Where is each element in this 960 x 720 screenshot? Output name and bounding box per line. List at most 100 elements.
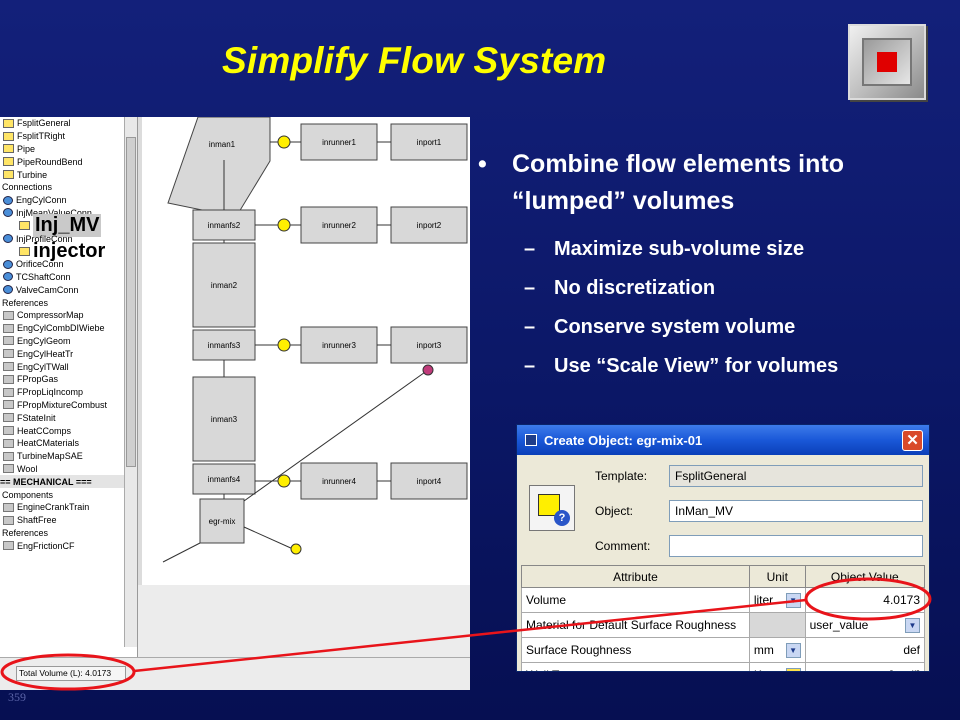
- create-object-dialog: Create Object: egr-mix-01 ✕ ? Template: …: [516, 424, 930, 672]
- block-label: inman1: [209, 140, 236, 149]
- tree-item[interactable]: HeatCComps: [0, 424, 137, 437]
- unit-dropdown[interactable]: liter▼: [748, 587, 806, 613]
- tree-item[interactable]: == MECHANICAL ===: [0, 475, 137, 489]
- tree-item[interactable]: OrificeConn: [0, 258, 137, 271]
- tree-item[interactable]: Wool: [0, 463, 137, 476]
- connection-icon: [3, 195, 13, 205]
- tree-item[interactable]: Pipe: [0, 143, 137, 156]
- tree-item[interactable]: CompressorMap: [0, 309, 137, 322]
- comment-input[interactable]: [669, 535, 923, 557]
- block-label: inrunner2: [322, 221, 356, 230]
- template-label: Template:: [595, 469, 648, 483]
- tree-item[interactable]: HeatCMaterials: [0, 437, 137, 450]
- tree-item[interactable]: References: [0, 527, 137, 540]
- orifice-icon: [290, 543, 302, 555]
- template-icon: [3, 374, 14, 384]
- unit-dropdown[interactable]: K▼: [748, 662, 806, 671]
- canvas-scrollbar[interactable]: [138, 117, 142, 587]
- dialog-titlebar[interactable]: Create Object: egr-mix-01 ✕: [517, 425, 929, 455]
- unit-dropdown[interactable]: mm▼: [748, 637, 806, 663]
- tree-item[interactable]: ShaftFree: [0, 514, 137, 527]
- tree-item[interactable]: EngCylTWall: [0, 360, 137, 373]
- chevron-down-icon[interactable]: ▼: [785, 642, 801, 658]
- template-icon: [3, 336, 14, 346]
- block-egr-mix-shape: [199, 498, 245, 544]
- orifice-icon: [277, 218, 291, 232]
- tree-item[interactable]: Turbine: [0, 168, 137, 181]
- scroll-thumb[interactable]: [126, 137, 136, 467]
- tree-item[interactable]: FPropMixtureCombust: [0, 399, 137, 412]
- close-icon[interactable]: ✕: [902, 430, 923, 451]
- template-icon: [3, 451, 14, 461]
- tree-item[interactable]: InjProfileConn: [0, 232, 137, 245]
- tree-item[interactable]: FPropGas: [0, 373, 137, 386]
- total-volume-readout: Total Volume (L): 4.0173: [16, 666, 126, 681]
- template-icon: [19, 246, 30, 256]
- subbullet: –Maximize sub-volume size: [524, 238, 805, 260]
- stop-button[interactable]: [848, 24, 926, 100]
- tree-item[interactable]: EngCylCombDIWiebe: [0, 322, 137, 335]
- tree-item-label: TurbineMapSAE: [17, 451, 83, 462]
- attribute-table: Attribute Unit Object Value Volume liter…: [521, 565, 926, 671]
- tree-item[interactable]: TurbineMapSAE: [0, 450, 137, 463]
- bullet-main: • Combine flow elements into “lumped” vo…: [478, 146, 948, 220]
- tree-scrollbar[interactable]: [124, 117, 137, 647]
- tree-item-label: EngCylCombDIWiebe: [17, 323, 105, 334]
- tree-item[interactable]: FStateInit: [0, 411, 137, 424]
- subbullet-text: No discretization: [554, 277, 716, 299]
- template-icon: [3, 349, 14, 359]
- block-label: egr-mix: [209, 517, 236, 526]
- tree-item[interactable]: EngFrictionCF: [0, 539, 137, 552]
- tree-item-label: EngCylHeatTr: [17, 348, 74, 359]
- help-icon[interactable]: ?: [554, 510, 570, 526]
- tree-item[interactable]: FsplitTRight: [0, 130, 137, 143]
- block-label: inmanfs2: [208, 221, 241, 230]
- template-icon: [3, 310, 14, 320]
- block-label: inport3: [417, 341, 442, 350]
- tree-item-label: HeatCComps: [17, 425, 72, 436]
- tree-item[interactable]: EngineCrankTrain: [0, 501, 137, 514]
- dialog-window-icon: [525, 434, 537, 446]
- block-inman1-shape: [167, 117, 271, 218]
- object-name-input[interactable]: InMan_MV: [669, 500, 923, 522]
- block-label: inport2: [417, 221, 442, 230]
- chevron-down-icon[interactable]: ▼: [905, 617, 920, 633]
- tree-item[interactable]: References: [0, 296, 137, 309]
- column-header: Unit: [748, 565, 806, 588]
- model-canvas[interactable]: inman1 inrunner1 inport1 inmanfs2 inrunn…: [138, 117, 470, 657]
- tree-item[interactable]: ValveCamConn: [0, 283, 137, 296]
- template-icon: [3, 323, 14, 333]
- tree-item-label: EngCylTWall: [17, 361, 69, 372]
- tree-item-label: FsplitTRight: [17, 131, 66, 142]
- value-dropdown[interactable]: user_value▼: [804, 612, 926, 638]
- tree-item-label: Connections: [2, 182, 53, 193]
- tree-item[interactable]: Connections: [0, 181, 137, 194]
- block-label: inport4: [417, 477, 442, 486]
- value-input[interactable]: 4.0173: [804, 587, 926, 613]
- tree-item[interactable]: Components: [0, 488, 137, 501]
- tree-item[interactable]: EngCylGeom: [0, 335, 137, 348]
- fsplit-template-icon: ?: [529, 485, 575, 531]
- tree-item-label: Wool: [17, 463, 38, 474]
- connection-icon: [3, 285, 13, 295]
- tree-item-label: == MECHANICAL ===: [0, 476, 92, 487]
- block-inmanfs2-shape: [192, 209, 256, 241]
- tree-item[interactable]: TCShaftConn: [0, 271, 137, 284]
- tree-item[interactable]: injector: [0, 240, 137, 262]
- tree-item[interactable]: FsplitGeneral: [0, 117, 137, 130]
- stop-button-bevel: [862, 38, 912, 86]
- value-input[interactable]: [twall]: [804, 662, 926, 671]
- tree-item[interactable]: EngCylConn: [0, 194, 137, 207]
- tree-item[interactable]: InjMeanValueConn: [0, 207, 137, 220]
- tree-item[interactable]: FPropLiqIncomp: [0, 386, 137, 399]
- template-icon: [3, 541, 14, 551]
- value-input[interactable]: def: [804, 637, 926, 663]
- chevron-down-icon[interactable]: ▼: [785, 667, 801, 671]
- unit-cell-empty: [748, 612, 806, 638]
- tree-item[interactable]: EngCylHeatTr: [0, 347, 137, 360]
- stop-square-icon: [877, 52, 897, 72]
- chevron-down-icon[interactable]: ▼: [785, 592, 801, 608]
- tree-item[interactable]: Inj_MV: [0, 214, 137, 238]
- tree-item[interactable]: PipeRoundBend: [0, 155, 137, 168]
